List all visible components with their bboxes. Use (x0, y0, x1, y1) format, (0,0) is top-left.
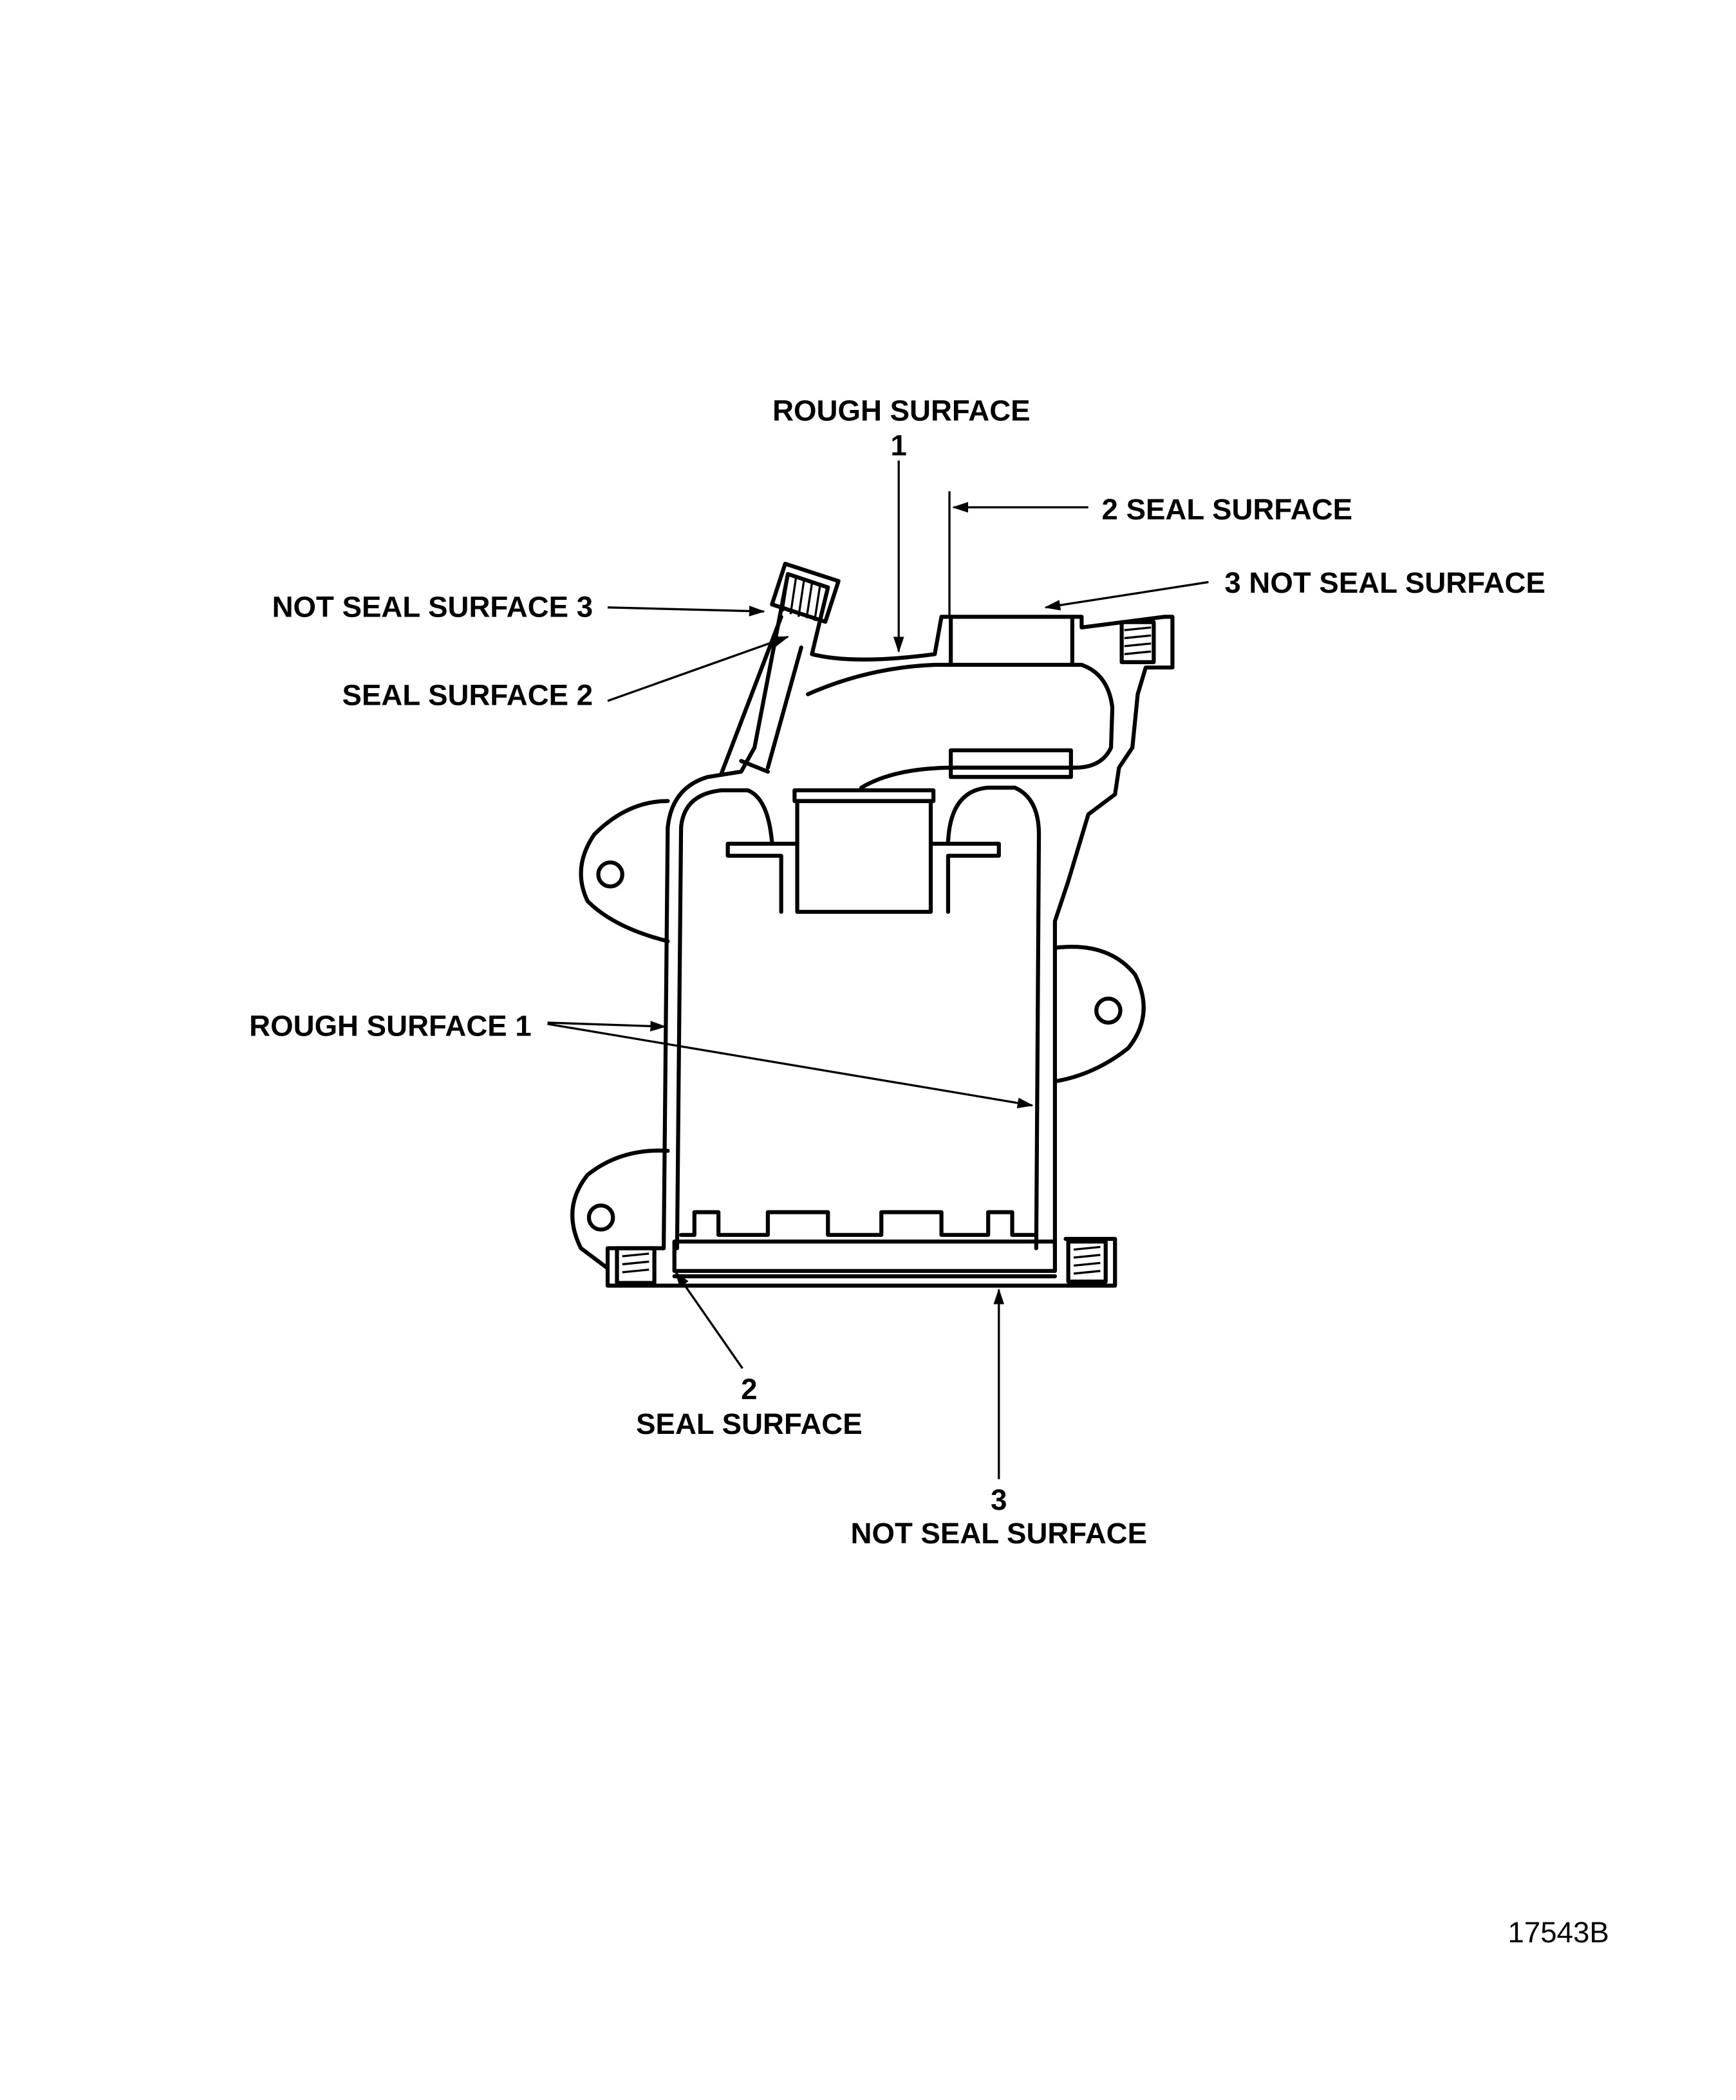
angled-tube-threads (781, 576, 821, 621)
label-bottom-seal-surface-num: 2 (741, 1373, 757, 1406)
arrow-rough-surface-left-wall (547, 1021, 667, 1032)
center-port-flange (725, 841, 1001, 914)
upper-right-threads (1124, 626, 1152, 656)
label-top-not-seal-surface: 3 NOT SEAL SURFACE (1224, 566, 1545, 599)
boss-threads (622, 1245, 1101, 1275)
bottom-flange (672, 1240, 1058, 1273)
arrow-left-seal-surface (607, 635, 789, 702)
label-left-seal-surface: SEAL SURFACE 2 (342, 678, 593, 711)
left-upper-ear (579, 799, 670, 943)
label-bottom-seal-surface: SEAL SURFACE (636, 1408, 863, 1440)
arrow-bottom-seal-surface (675, 1271, 743, 1370)
upper-right-boss (1119, 620, 1156, 665)
upper-pipe-port (949, 748, 1073, 779)
figure-number: 17543B (1507, 1916, 1609, 1949)
arrow-left-not-seal-surface (607, 606, 765, 617)
arrow-top-not-seal-surface (1044, 581, 1209, 611)
housing-inner-right-wall (946, 785, 1041, 1250)
bottom-right-boss (1066, 1240, 1108, 1284)
leader-arrows (547, 460, 1209, 1480)
label-bottom-not-seal-surface: NOT SEAL SURFACE (851, 1517, 1148, 1550)
label-bottom-not-seal-surface-num: 3 (991, 1483, 1007, 1516)
center-port (795, 799, 933, 914)
bottom-flange-base (605, 1236, 1117, 1288)
angled-tube (719, 615, 803, 777)
housing-inner-cavity (675, 788, 774, 1250)
left-upper-ear-hole (596, 860, 624, 889)
housing-part-drawing (570, 561, 1175, 1288)
bottom-left-boss (615, 1246, 657, 1285)
upper-pipe (806, 662, 1115, 790)
label-left-not-seal-surface: NOT SEAL SURFACE 3 (272, 590, 593, 623)
label-left-rough-surface: ROUGH SURFACE 1 (249, 1010, 532, 1043)
label-top-rough-surface-num: 1 (891, 429, 907, 461)
bottom-ribs (678, 1210, 1037, 1237)
center-port-lip (792, 788, 936, 803)
left-lower-ear-hole (586, 1203, 615, 1232)
arrow-rough-surface-right-wall (547, 1023, 1034, 1108)
housing-outer-wall (662, 571, 1175, 1250)
left-lower-ear (570, 1148, 670, 1270)
label-top-rough-surface: ROUGH SURFACE (772, 394, 1031, 427)
right-ear (1052, 944, 1146, 1084)
label-top-seal-surface: 2 SEAL SURFACE (1102, 493, 1353, 526)
upper-pipe-bore (949, 615, 1074, 667)
right-ear-hole (1094, 996, 1123, 1025)
